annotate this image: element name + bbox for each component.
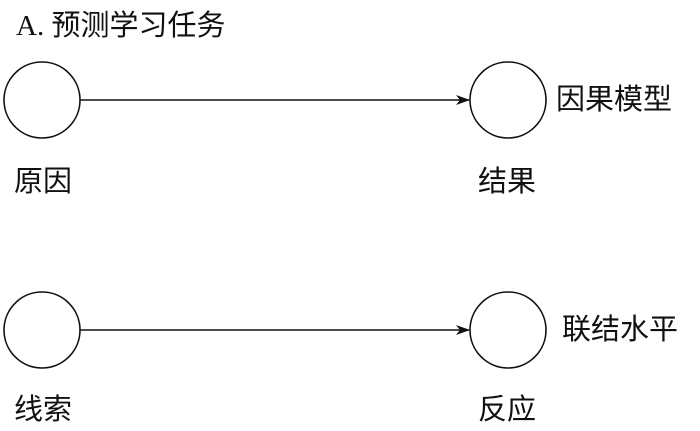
cause-node xyxy=(3,61,81,139)
cause-label: 原因 xyxy=(14,166,73,198)
row-2 xyxy=(3,291,547,369)
diagram-title: A. 预测学习任务 xyxy=(16,10,226,42)
cue-label: 线索 xyxy=(14,394,73,426)
response-node xyxy=(469,291,547,369)
causal-model-label: 因果模型 xyxy=(556,84,673,116)
effect-node xyxy=(469,61,547,139)
row-1 xyxy=(3,61,547,139)
effect-label: 结果 xyxy=(478,166,537,198)
associative-level-label: 联结水平 xyxy=(562,314,679,346)
response-label: 反应 xyxy=(478,394,537,426)
cue-node xyxy=(3,291,81,369)
